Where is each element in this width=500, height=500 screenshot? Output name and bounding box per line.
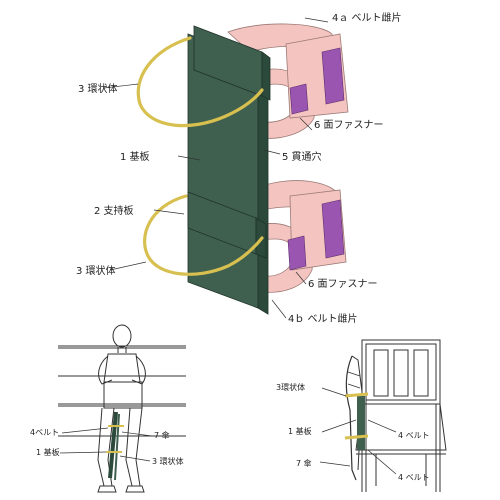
- main-assembly: 4ａ ベルト雌片 3 環状体 6 面ファスナー 1 基板 5 貫通穴 2 支持板…: [76, 11, 402, 325]
- label-br-belt-bottom: 4 ベルト: [398, 473, 430, 482]
- label-br-base-board: 1 基板: [288, 426, 312, 436]
- label-bl-ring-body: 3 環状体: [152, 456, 184, 466]
- velcro-lower-front: [287, 235, 307, 271]
- bottom-left-sketch: 4ベルト 7 傘 1 基板 3 環状体: [30, 324, 186, 493]
- label-br-ring-body: 3環状体: [276, 382, 305, 392]
- label-velcro-top: 6 面ファスナー: [314, 119, 384, 131]
- velcro-upper-tail: [321, 47, 345, 105]
- bottom-right-sketch: 3環状体 1 基板 4 ベルト 7 傘 4 ベルト: [276, 339, 447, 492]
- label-br-belt-top: 4 ベルト: [398, 431, 430, 440]
- label-bl-base-board: 1 基板: [36, 447, 60, 457]
- label-ring-body-top: 3 環状体: [78, 82, 118, 95]
- lower-ring-body: [143, 194, 264, 276]
- label-belt-piece-a: 4ａ ベルト雌片: [332, 11, 402, 24]
- label-bl-belt: 4ベルト: [30, 428, 59, 437]
- velcro-lower-tail: [321, 199, 345, 259]
- label-through-hole: 5 貫通穴: [282, 150, 322, 163]
- upper-ring-body: [136, 36, 264, 128]
- label-belt-piece-b: 4ｂ ベルト雌片: [288, 312, 358, 325]
- label-support-plate: 2 支持板: [94, 204, 134, 217]
- velcro-upper-front: [289, 83, 309, 115]
- label-base-board: 1 基板: [120, 150, 150, 163]
- label-br-umbrella: 7 傘: [296, 458, 312, 468]
- label-bl-umbrella: 7 傘: [154, 430, 170, 440]
- label-ring-body-bottom: 3 環状体: [76, 264, 116, 277]
- label-velcro-bottom: 6 面ファスナー: [308, 278, 378, 290]
- upper-support-plate-side: [261, 51, 271, 101]
